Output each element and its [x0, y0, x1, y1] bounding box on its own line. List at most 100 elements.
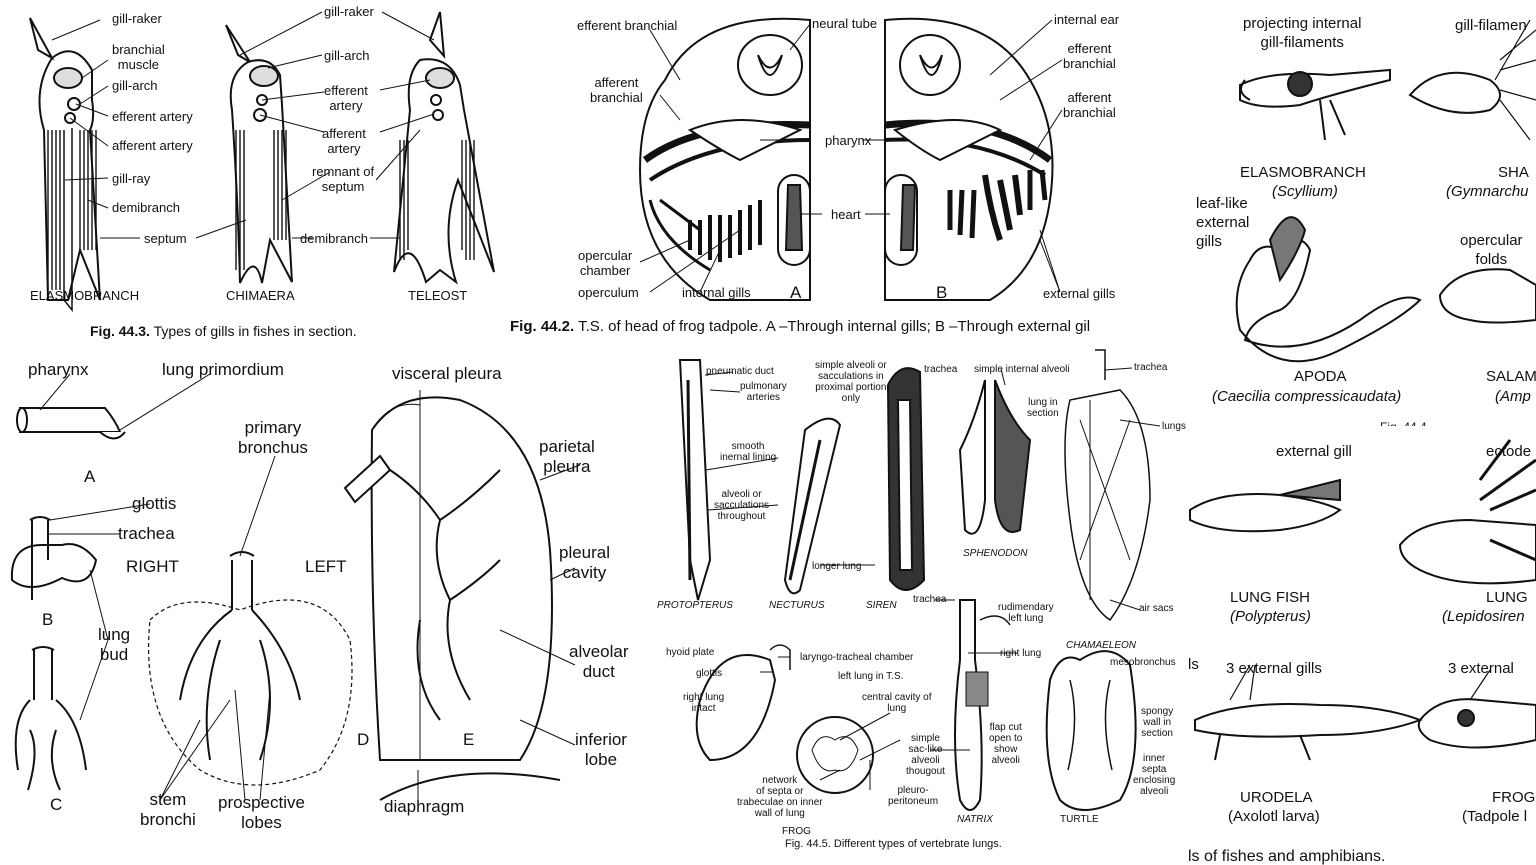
label-parietal-pleura: parietal pleura [539, 437, 595, 476]
label-lung-primordium: lung primordium [162, 360, 284, 379]
label-frog-lung: FROG [782, 826, 811, 837]
label-heart: heart [831, 207, 861, 222]
label-primary-bronchus: primary bronchus [238, 418, 308, 457]
label-scyllium: (Scyllium) [1272, 183, 1338, 200]
label-sphenodon: SPHENODON [963, 548, 1028, 559]
label-chamaeleon: CHAMAELEON [1066, 640, 1137, 651]
tadpole-section-drawing [638, 17, 1054, 301]
label-efferent-branchial-a: efferent branchial [577, 18, 678, 33]
label-air-sacs: air sacs [1139, 603, 1174, 614]
label-projecting-filaments: projecting internal gill-filaments [1243, 15, 1362, 51]
label-trachea-2: trachea [1134, 362, 1168, 373]
caption-fig-44-2: Fig. 44.2. T.S. of head of frog tadpole.… [510, 318, 1091, 335]
label-central-cavity: central cavity of lung [862, 692, 932, 714]
label-pulmonary-arteries: pulmonary arteries [740, 381, 787, 403]
tadpole-leader-lines [639, 19, 1063, 293]
vertebrate-lungs-drawings [678, 349, 1151, 811]
elasmobranch-gill-drawing [29, 17, 101, 313]
label-siren: SIREN [866, 600, 897, 611]
label-b-lung: B [42, 610, 54, 629]
label-simple-internal-alveoli: simple internal alveoli [974, 364, 1070, 375]
right-column-drawings [1189, 19, 1536, 761]
label-laryngo-tracheal: laryngo-tracheal chamber [800, 652, 914, 663]
label-trachea-1: trachea [924, 364, 958, 375]
label-afferent-artery-2: afferent artery [322, 126, 366, 156]
lung-dev-leader-lines [39, 373, 581, 801]
label-right-lung-natrix: right lung [1000, 648, 1042, 659]
label-urodela: URODELA [1240, 789, 1313, 806]
label-type-elasmobranch: ELASMOBRANCH [30, 288, 140, 303]
chimaera-gill-drawing [225, 24, 293, 284]
label-b-tadpole: B [936, 283, 948, 302]
label-e-lung: E [463, 730, 475, 749]
label-demibranch-1: demibranch [112, 200, 180, 215]
label-operculum: operculum [578, 285, 639, 300]
label-afferent-branchial-b: afferent branchial [1063, 90, 1116, 120]
label-pharynx-tadpole: pharynx [825, 133, 872, 148]
label-lepidosiren: (Lepidosiren [1442, 608, 1525, 625]
label-pleural-cavity: pleural cavity [559, 543, 611, 582]
label-spongy-wall: spongy wall in section [1141, 706, 1174, 739]
label-right: RIGHT [126, 557, 179, 576]
label-afferent-artery-1: afferent artery [112, 138, 193, 153]
label-inferior-lobe: inferior lobe [575, 730, 627, 769]
label-smooth-lining: smooth inernal lining [720, 441, 777, 463]
label-turtle: TURTLE [1060, 814, 1099, 825]
label-diaphragm: diaphragm [384, 797, 465, 816]
label-demibranch-2: demibranch [300, 231, 368, 246]
label-opercular-chamber: opercular chamber [578, 248, 633, 278]
label-neural-tube: neural tube [812, 16, 878, 31]
label-lungs: lungs [1162, 421, 1186, 432]
label-c-lung: C [50, 795, 63, 814]
label-prospective-lobes: prospective lobes [218, 793, 305, 832]
gill-types-leader-lines [51, 11, 435, 239]
label-gill-ray: gill-ray [112, 171, 151, 186]
label-alveoli-sacculations: alveoli or sacculations throughout [714, 489, 770, 522]
label-lung-2: LUNG [1486, 589, 1528, 606]
label-trachea-3: trachea [913, 594, 947, 605]
label-mesobronchus: mesobronchus [1110, 657, 1176, 668]
label-rudimentary-left-lung: rudimendary left lung [998, 602, 1054, 624]
label-septum: septum [144, 231, 187, 246]
label-caecilia: (Caecilia compressicaudata) [1212, 388, 1402, 405]
label-external-gills: external gills [1043, 286, 1116, 301]
label-a-lung: A [84, 467, 96, 486]
label-right-lung-intact: right lung intact [683, 692, 725, 714]
label-external-gill: external gill [1276, 443, 1352, 460]
label-branchial-muscle: branchial muscle [112, 42, 165, 72]
label-gymnarchus: (Gymnarchu [1446, 183, 1529, 200]
label-efferent-branchial-b: efferent branchial [1063, 41, 1116, 71]
label-pharynx-lung: pharynx [28, 360, 89, 379]
label-internal-gills: internal gills [682, 285, 751, 300]
label-left-lung-ts: left lung in T.S. [838, 671, 904, 682]
label-fig-fragment: Fig. 44.4. [1380, 420, 1431, 434]
label-sha: SHA [1498, 164, 1529, 181]
label-pneumatic-duct: pneumatic duct [706, 366, 774, 377]
label-d-lung: D [357, 730, 370, 749]
label-left: LEFT [305, 557, 347, 576]
label-ectode: ectode [1486, 443, 1532, 460]
label-tadpole: (Tadpole l [1462, 808, 1528, 825]
label-stem-bronchi: stem bronchi [140, 790, 196, 829]
label-a-tadpole: A [790, 283, 802, 302]
label-flap-cut: flap cut open to show alveoli [989, 722, 1023, 766]
caption-fig-44-3: Fig. 44.3. Types of gills in fishes in s… [90, 323, 357, 339]
label-glottis-dev: glottis [132, 494, 177, 513]
label-lung-fish: LUNG FISH [1230, 589, 1311, 606]
label-pleuro-peritoneum: pleuro- peritoneum [888, 785, 939, 807]
label-remnant-septum: remnant of septum [312, 164, 375, 194]
label-visceral-pleura: visceral pleura [392, 364, 502, 383]
label-inner-septa: inner septa enclosing alveoli [1133, 753, 1176, 797]
label-internal-ear: internal ear [1054, 12, 1120, 27]
label-glottis-frog: glottis [696, 668, 723, 679]
caption-fig-44-5: Fig. 44.5. Different types of vertebrate… [785, 838, 1002, 850]
label-axolotl: (Axolotl larva) [1228, 808, 1320, 825]
label-trachea-dev: trachea [118, 524, 175, 543]
caption-right-bottom: ls of fishes and amphibians. [1188, 848, 1386, 865]
label-protopterus: PROTOPTERUS [657, 600, 733, 611]
label-efferent-artery-1: efferent artery [112, 109, 193, 124]
label-elasmobranch-r: ELASMOBRANCH [1240, 164, 1366, 181]
label-3-external-gills-b: 3 external [1448, 660, 1514, 677]
label-gill-arch-1: gill-arch [112, 78, 158, 93]
lung-development-drawings [10, 396, 561, 801]
